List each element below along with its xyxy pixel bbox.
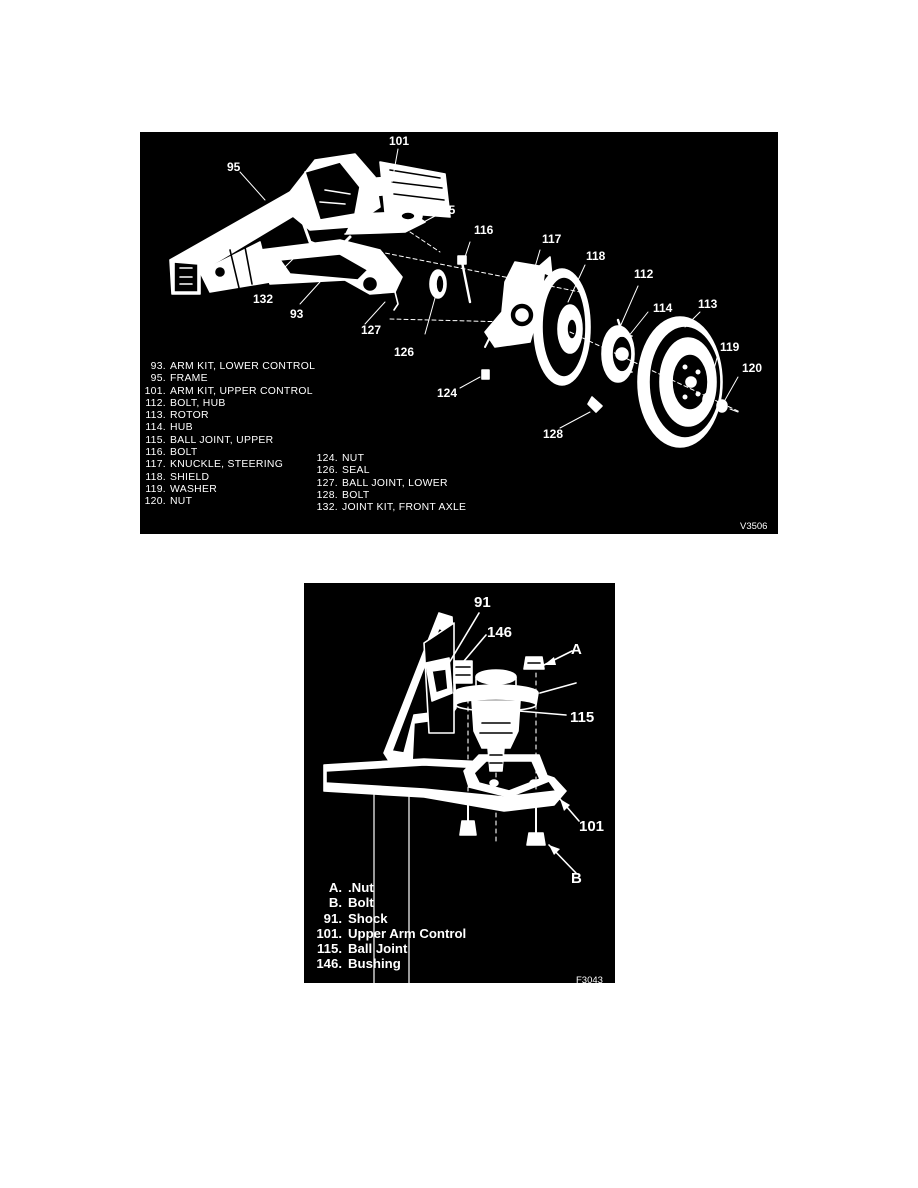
callout-120: 120 [742, 361, 763, 375]
parts-legend-left: 93.ARM KIT, LOWER CONTROL 95.FRAME 101.A… [140, 361, 315, 509]
legend-item: A..Nut [328, 880, 374, 895]
callout-93: 93 [290, 307, 304, 321]
callout-117: 117 [542, 232, 562, 246]
rotor-drawing [637, 316, 723, 448]
nut-a-drawing [523, 656, 545, 670]
upper-ball-joint-illustration [323, 612, 580, 983]
callout-91: 91 [474, 594, 491, 611]
figure-id: V3506 [740, 521, 768, 532]
callout-116: 116 [474, 223, 494, 237]
callout-101: 101 [579, 818, 605, 835]
shield-drawing [533, 268, 591, 386]
legend-item: 120.NUT [144, 496, 193, 508]
legend-item: 95.FRAME [150, 373, 208, 385]
legend-item: 112.BOLT, HUB [145, 397, 226, 409]
bolt-116-drawing [457, 255, 472, 304]
callout-146: 146 [487, 624, 513, 641]
front-suspension-exploded-figure: 101 95 115 116 117 118 112 114 113 132 9… [140, 132, 778, 534]
callout-128: 128 [543, 427, 564, 441]
assembly-centerlines [364, 231, 741, 413]
callout-118: 118 [586, 249, 606, 263]
legend-item: 126.SEAL [316, 465, 370, 477]
callout-124: 124 [437, 386, 458, 400]
arrowheads [544, 657, 570, 855]
bushing-drawing [453, 660, 473, 684]
upper-ball-joint-figure: 91 146 A 115 101 B A..Nut B.Bolt 91.Shoc… [304, 583, 615, 983]
legend-item: 118.SHIELD [145, 471, 210, 483]
legend-item: 117.KNUCKLE, STEERING [145, 459, 284, 471]
legend-item: 116.BOLT [145, 447, 198, 459]
callout-132: 132 [253, 292, 274, 306]
legend-item: 115.Ball Joint [317, 941, 408, 957]
legend-item: 113.ROTOR [145, 410, 209, 422]
legend-item: 115.BALL JOINT, UPPER [145, 434, 274, 446]
nut-120-drawing [716, 399, 728, 413]
washer-drawing [702, 392, 714, 408]
callout-b: B [571, 870, 582, 887]
front-suspension-illustration [169, 148, 741, 448]
nut-124-drawing [481, 369, 490, 380]
parts-legend-right: 124.NUT 126.SEAL 127.BALL JOINT, LOWER 1… [312, 453, 466, 514]
callout-113: 113 [698, 297, 718, 311]
legend-item: 91.Shock [323, 910, 388, 926]
legend-item: 132.JOINT KIT, FRONT AXLE [316, 502, 467, 514]
callout-a: A [571, 641, 582, 658]
steering-knuckle-drawing [484, 256, 553, 348]
callout-101: 101 [389, 134, 410, 148]
legend-item: 114.HUB [145, 422, 193, 434]
callout-114: 114 [653, 301, 673, 315]
legend-item: B.Bolt [328, 895, 374, 911]
legend-item: 127.BALL JOINT, LOWER [316, 477, 448, 489]
hub-drawing [601, 325, 635, 383]
assembly-centerlines [467, 672, 537, 844]
legend-item: 146.Bushing [316, 956, 401, 972]
upper-control-arm-101-drawing [323, 754, 567, 812]
legend-item: 93.ARM KIT, LOWER CONTROL [150, 361, 316, 372]
callout-112: 112 [634, 267, 654, 281]
legend-item: 124.NUT [316, 453, 365, 464]
callout-115: 115 [436, 203, 456, 217]
lower-control-arm-drawing [259, 239, 403, 311]
callout-95: 95 [227, 160, 241, 174]
callout-119: 119 [720, 340, 740, 354]
legend-item: 101.ARM KIT, UPPER CONTROL [144, 385, 313, 397]
legend-item: 128.BOLT [316, 489, 370, 501]
seal-drawing [429, 269, 447, 299]
bolt-drawings [459, 804, 546, 846]
callout-127: 127 [361, 323, 382, 337]
bolt-128-drawing [587, 396, 603, 413]
callout-126: 126 [394, 345, 415, 359]
legend-item: 119.WASHER [145, 483, 218, 495]
leader-lines [239, 148, 739, 429]
shock-tower-drawing [373, 612, 457, 983]
callout-115: 115 [570, 709, 595, 726]
legend-item: 101.Upper Arm Control [316, 925, 467, 941]
figure-id: F3043 [576, 975, 603, 983]
ball-joint-legend: A..Nut B.Bolt 91.Shock 101.Upper Arm Con… [304, 880, 466, 972]
